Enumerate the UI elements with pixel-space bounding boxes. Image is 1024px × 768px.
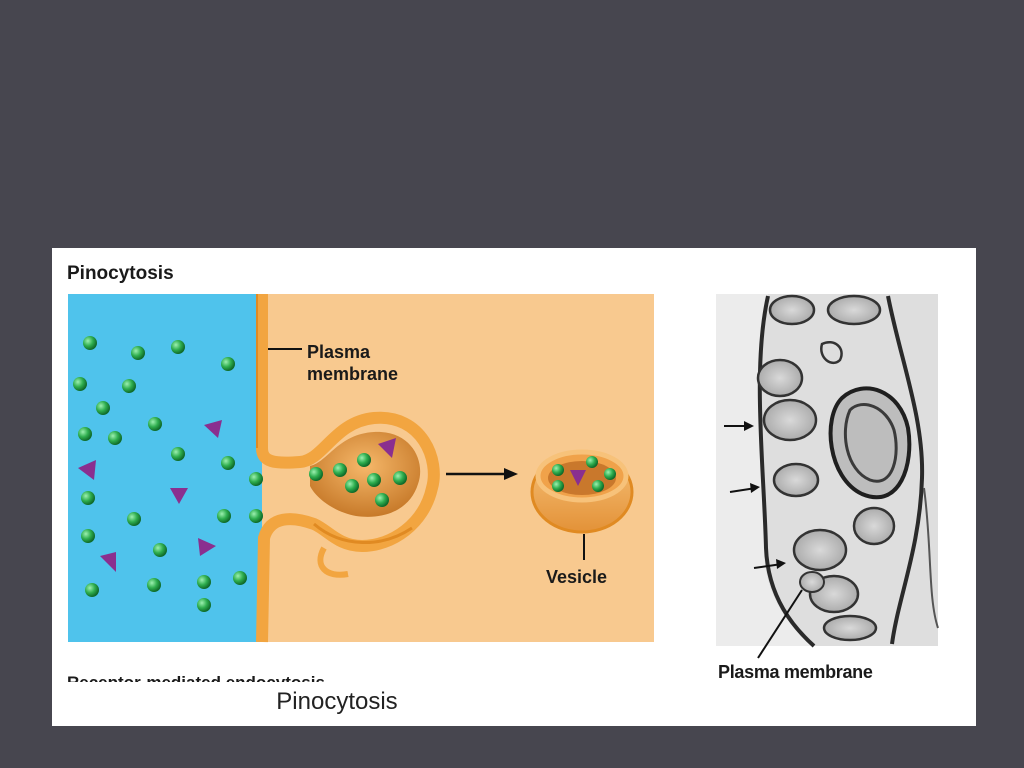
green-sphere-particle-icon	[171, 447, 185, 461]
green-sphere-particle-icon	[592, 480, 604, 492]
green-sphere-particle-icon	[604, 468, 616, 480]
green-sphere-particle-icon	[221, 456, 235, 470]
purple-triangle-solute-icon	[204, 420, 222, 438]
extracellular-particles	[73, 336, 263, 612]
electron-micrograph	[716, 294, 939, 659]
vesicle-particles	[552, 456, 616, 492]
green-sphere-particle-icon	[345, 479, 359, 493]
green-sphere-particle-icon	[357, 453, 371, 467]
micrograph-pointer	[757, 589, 803, 659]
green-sphere-particle-icon	[78, 427, 92, 441]
green-sphere-particle-icon	[333, 463, 347, 477]
pocket-particles	[309, 438, 407, 507]
green-sphere-particle-icon	[233, 571, 247, 585]
plasma-membrane-label-line2: membrane	[307, 364, 399, 384]
green-sphere-particle-icon	[221, 357, 235, 371]
green-sphere-particle-icon	[81, 529, 95, 543]
green-sphere-particle-icon	[552, 480, 564, 492]
purple-triangle-solute-icon	[100, 552, 116, 572]
green-sphere-particle-icon	[73, 377, 87, 391]
green-sphere-particle-icon	[375, 493, 389, 507]
green-sphere-particle-icon	[171, 340, 185, 354]
green-sphere-particle-icon	[197, 598, 211, 612]
green-sphere-particle-icon	[81, 491, 95, 505]
green-sphere-particle-icon	[309, 467, 323, 481]
green-sphere-particle-icon	[249, 509, 263, 523]
purple-triangle-solute-icon	[198, 538, 216, 556]
green-sphere-particle-icon	[367, 473, 381, 487]
vesicle	[530, 449, 634, 534]
cut-off-section-label: Receptor-mediated endocytosis	[67, 674, 325, 682]
green-sphere-particle-icon	[96, 401, 110, 415]
green-sphere-particle-icon	[83, 336, 97, 350]
green-sphere-particle-icon	[217, 509, 231, 523]
green-sphere-particle-icon	[131, 346, 145, 360]
green-sphere-particle-icon	[122, 379, 136, 393]
slide-panel: Pinocytosis Plasma membrane Vesicle Plas…	[52, 248, 976, 726]
vesicle-label: Vesicle	[546, 567, 608, 587]
purple-triangle-solute-icon	[570, 470, 586, 486]
green-sphere-particle-icon	[147, 578, 161, 592]
plasma-membrane-label-line1: Plasma	[307, 342, 371, 362]
figure-caption: Pinocytosis	[276, 688, 398, 715]
green-sphere-particle-icon	[249, 472, 263, 486]
plasma-membrane-label: Plasma membrane	[307, 341, 398, 385]
green-sphere-particle-icon	[197, 575, 211, 589]
green-sphere-particle-icon	[85, 583, 99, 597]
purple-triangle-solute-icon	[378, 438, 396, 458]
purple-triangle-solute-icon	[170, 488, 188, 504]
green-sphere-particle-icon	[393, 471, 407, 485]
figure-title: Pinocytosis	[67, 263, 174, 284]
schematic-panel	[68, 294, 654, 643]
green-sphere-particle-icon	[108, 431, 122, 445]
pinocytosis-diagram	[68, 294, 939, 659]
green-sphere-particle-icon	[552, 464, 564, 476]
green-sphere-particle-icon	[153, 543, 167, 557]
green-sphere-particle-icon	[127, 512, 141, 526]
purple-triangle-solute-icon	[78, 460, 96, 480]
green-sphere-particle-icon	[586, 456, 598, 468]
micrograph-plasma-membrane-label: Plasma membrane	[718, 662, 873, 682]
green-sphere-particle-icon	[148, 417, 162, 431]
